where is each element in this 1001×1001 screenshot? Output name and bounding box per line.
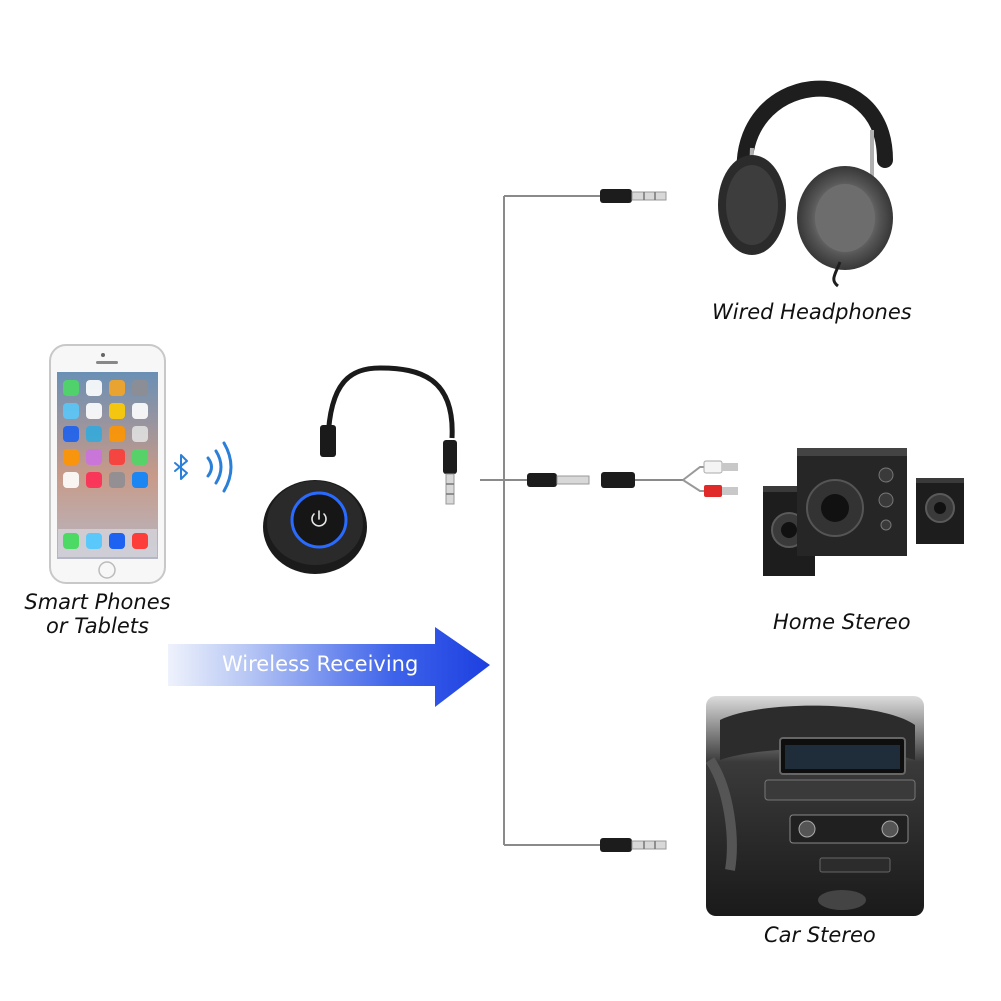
headphones-image (718, 80, 893, 288)
car-stereo-image (705, 696, 924, 916)
home-stereo-label: Home Stereo (773, 610, 911, 634)
jack-plug-car (600, 838, 667, 852)
power-icon (311, 510, 327, 527)
headphones-label: Wired Headphones (712, 300, 912, 324)
phone-label-line2: or Tablets (46, 614, 149, 638)
wireless-signal-icon (206, 441, 233, 493)
arrow-label: Wireless Receiving (222, 652, 419, 676)
phone-label: Smart Phones or Tablets (20, 590, 175, 638)
car-stereo-label: Car Stereo (764, 923, 876, 947)
bluetooth-icon (174, 454, 188, 480)
home-stereo-image (763, 448, 964, 576)
phone-label-line1: Smart Phones (24, 590, 171, 614)
smartphone-image (49, 344, 166, 584)
bluetooth-receiver-image (263, 365, 457, 574)
rca-adapter (527, 460, 738, 497)
wireless-receiving-arrow (168, 627, 490, 707)
cable-tree (480, 195, 603, 846)
jack-plug-headphones (600, 189, 667, 203)
app-icon-grid (58, 380, 157, 557)
